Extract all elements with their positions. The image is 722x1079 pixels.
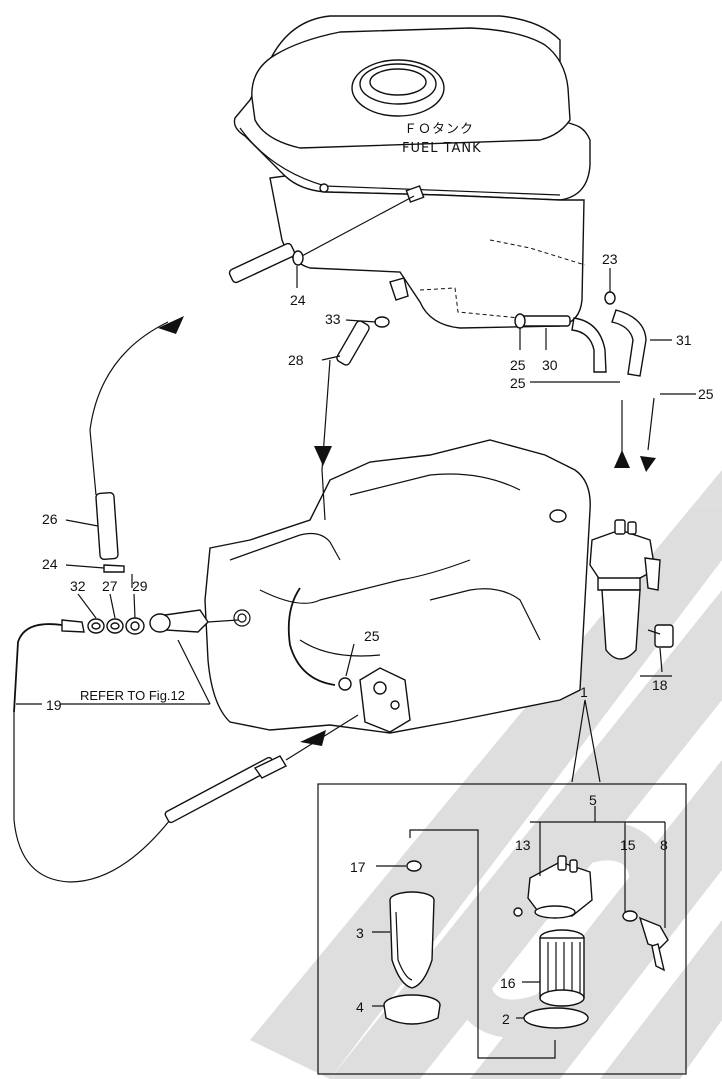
engine-feed-pipe [321,359,331,521]
callout-5: 5 [589,792,597,808]
inset-connector [571,699,601,783]
callout-16: 16 [500,975,516,991]
callout-25-b: 25 [510,375,526,391]
callout-27: 27 [102,578,118,594]
inset-parts [383,806,669,1059]
tank-title-en: FUEL TANK [402,141,482,156]
callout-30: 30 [542,357,558,373]
callout-23: 23 [602,251,618,267]
callout-3: 3 [356,925,364,941]
callout-8: 8 [660,837,668,853]
callout-24-mid: 24 [42,556,58,572]
return-line [299,195,415,258]
feed-line [89,321,169,496]
flow-arrow-down-left [300,730,326,746]
callout-4: 4 [356,999,364,1015]
callout-19: 19 [46,697,62,713]
callout-25-a: 25 [510,357,526,373]
fuel-filter-assembly [589,519,674,660]
left-fittings [13,609,239,713]
flow-arrow-up-right [614,450,630,468]
callout-31: 31 [676,332,692,348]
callout-33: 33 [325,311,341,327]
callout-24-top: 24 [290,292,306,308]
callout-17: 17 [350,859,366,875]
flow-arrow-up-left [158,316,184,334]
flow-arrow-down-right [640,456,656,472]
callout-28: 28 [288,352,304,368]
leader-lines [16,266,696,1019]
bottom-return-line [13,712,171,883]
hoses [95,242,647,573]
callout-26: 26 [42,511,58,527]
callout-29: 29 [132,578,148,594]
tank-title-jp: ＦＯタンク [404,122,474,137]
callout-15: 15 [620,837,636,853]
engine-hose [287,587,336,686]
callout-1: 1 [580,684,588,700]
callout-25-c: 25 [698,386,714,402]
callout-25-d: 25 [364,628,380,644]
reference-note: REFER TO Fig.12 [80,688,185,703]
engine-block [204,439,591,734]
callout-13: 13 [515,837,531,853]
fuel-tank [233,15,591,329]
callout-32: 32 [70,578,86,594]
callout-2: 2 [502,1011,510,1027]
callout-18: 18 [652,677,668,693]
detail-inset-box [317,783,687,1075]
flow-arrow-down-1 [314,446,332,466]
